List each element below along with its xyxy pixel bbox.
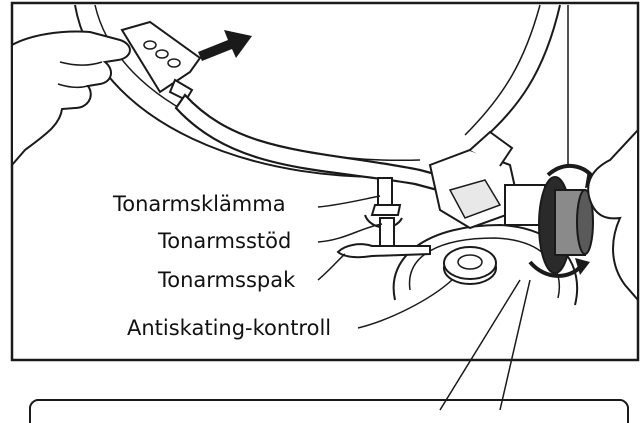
tonearm-rest-label: Tonarmsstöd [158, 229, 292, 253]
tonearm-lever-label: Tonarmsspak [158, 268, 296, 292]
antiskating-dial [443, 246, 497, 285]
headshell [120, 20, 202, 102]
right-arrow-icon [198, 30, 252, 61]
left-hand-finger-line [57, 61, 103, 89]
left-hand [11, 30, 131, 168]
platter-edge [469, 4, 561, 151]
tonearm-clamp-label: Tonarmsklämma [113, 192, 286, 216]
right-hand [587, 127, 639, 303]
leader-lines [317, 5, 569, 329]
callout-line-left [439, 279, 521, 411]
tonearm-lever [336, 243, 431, 259]
antiskating-control-label: Antiskating-kontroll [127, 316, 332, 340]
tonearm-base-ring [392, 223, 579, 306]
callout-line-right [499, 279, 531, 411]
tonearm-pivot [428, 130, 546, 230]
callout-box [29, 399, 629, 423]
tonearm-rest [364, 214, 403, 249]
tonearm-clamp [370, 177, 402, 216]
platter-edge-inner [464, 4, 541, 136]
tonearm-tube [174, 93, 452, 194]
counterweight [538, 176, 594, 274]
